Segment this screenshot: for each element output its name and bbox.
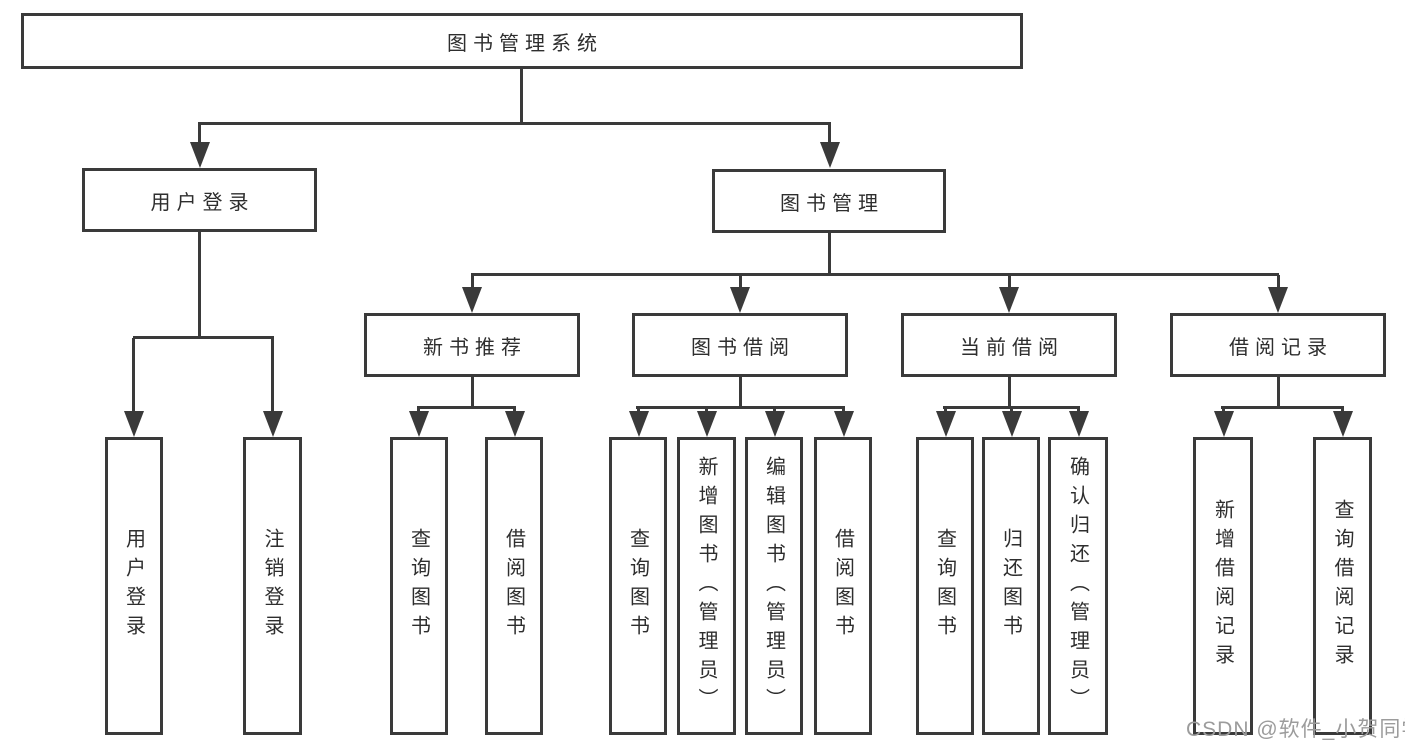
connector-drop-current-borrowing	[1008, 275, 1011, 291]
arrow-down-icon	[263, 411, 283, 437]
connector-book-management-trunk	[828, 233, 831, 273]
node-user-login: 用户登录	[82, 168, 317, 232]
arrow-down-icon	[124, 411, 144, 437]
connector-drop-user-login	[198, 124, 201, 148]
arrow-down-icon	[409, 411, 429, 437]
arrow-down-icon	[462, 287, 482, 313]
node-book-borrowing: 图书借阅	[632, 313, 848, 377]
connector-trunk	[739, 377, 742, 408]
connector-root-trunk	[520, 69, 523, 122]
arrow-down-icon	[1268, 287, 1288, 313]
arrow-down-icon	[1002, 411, 1022, 437]
connector-level1-bar	[198, 122, 831, 125]
connector-level3-bar	[471, 273, 1279, 276]
connector-bar	[417, 406, 516, 409]
arrow-down-icon	[1333, 411, 1353, 437]
node-book-management: 图书管理	[712, 169, 946, 233]
leaf-return-books: 归还图书	[982, 437, 1040, 735]
connector-drop-new-book	[471, 275, 474, 291]
leaf-query-borrowing-record: 查询借阅记录	[1313, 437, 1372, 735]
leaf-add-borrowing-record: 新增借阅记录	[1193, 437, 1253, 735]
connector-trunk	[1277, 377, 1280, 408]
arrow-down-icon	[505, 411, 525, 437]
leaf-borrow-books: 借阅图书	[485, 437, 543, 735]
arrow-down-icon	[936, 411, 956, 437]
leaf-user-login: 用户登录	[105, 437, 163, 735]
leaf-borrow-books: 借阅图书	[814, 437, 872, 735]
leaf-query-books: 查询图书	[916, 437, 974, 735]
csdn-watermark: CSDN @软件_小贺同学	[1186, 718, 1405, 741]
leaf-query-books: 查询图书	[390, 437, 448, 735]
leaf-logout: 注销登录	[243, 437, 302, 735]
connector-bar	[1221, 406, 1344, 409]
arrow-down-icon	[999, 287, 1019, 313]
node-current-borrowing: 当前借阅	[901, 313, 1117, 377]
connector-bar	[943, 406, 1080, 409]
node-borrowing-records: 借阅记录	[1170, 313, 1386, 377]
arrow-down-icon	[1214, 411, 1234, 437]
node-new-book-recommendation: 新书推荐	[364, 313, 580, 377]
connector-trunk	[1008, 377, 1011, 408]
connector-drop-book-borrowing	[739, 275, 742, 291]
arrow-down-icon	[834, 411, 854, 437]
connector-drop-leaf	[132, 338, 135, 416]
arrow-down-icon	[629, 411, 649, 437]
leaf-add-book-admin: 新增图书（管理员）	[677, 437, 736, 735]
leaf-edit-book-admin: 编辑图书（管理员）	[745, 437, 803, 735]
node-library-management-system: 图书管理系统	[21, 13, 1023, 69]
connector-drop-leaf	[271, 338, 274, 416]
leaf-query-books: 查询图书	[609, 437, 667, 735]
connector-user-login-trunk	[198, 232, 201, 336]
arrow-down-icon	[820, 142, 840, 168]
arrow-down-icon	[765, 411, 785, 437]
arrow-down-icon	[190, 142, 210, 168]
connector-drop-borrowing-records	[1277, 275, 1280, 291]
arrow-down-icon	[697, 411, 717, 437]
connector-drop-book-management	[828, 124, 831, 148]
connector-user-login-bar	[133, 336, 274, 339]
arrow-down-icon	[730, 287, 750, 313]
connector-trunk	[471, 377, 474, 408]
connector-bar	[636, 406, 845, 409]
leaf-confirm-return-admin: 确认归还（管理员）	[1048, 437, 1108, 735]
arrow-down-icon	[1069, 411, 1089, 437]
